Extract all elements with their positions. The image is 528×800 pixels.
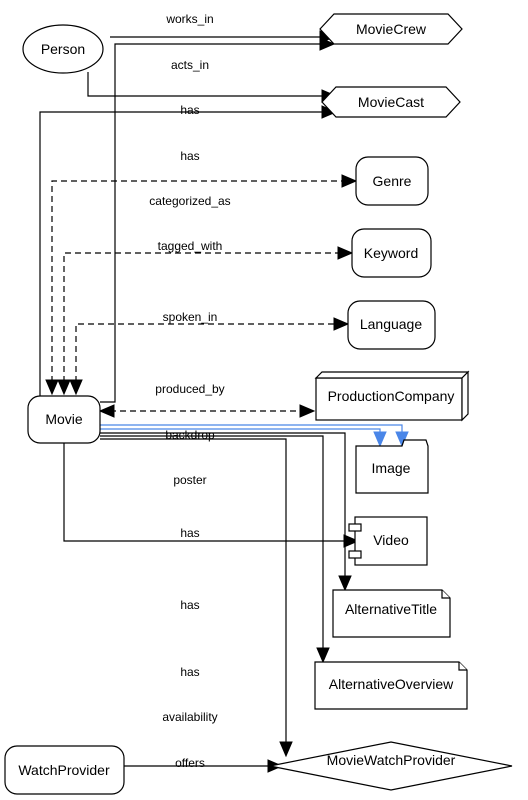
edge-movie-keyword: [63, 252, 342, 382]
arrowhead-alternativetitle: [338, 575, 352, 592]
node-label-person: Person: [41, 41, 85, 57]
arrowhead-moviewatchprovider-from-movie: [279, 741, 293, 758]
edge-label-spoken-in: spoken_in: [163, 310, 218, 324]
arrowhead-image-poster: [373, 431, 387, 448]
node-moviewatchprovider[interactable]: MovieWatchProvider: [269, 741, 513, 791]
edge-label-tagged-with: tagged_with: [158, 239, 223, 253]
arrowhead-alternativeoverview: [316, 647, 330, 664]
edge-label-has-video: has: [180, 526, 199, 540]
edge-movie-language: [75, 323, 338, 382]
edge-label-produced-by: produced_by: [155, 382, 224, 396]
edge-movie-video: [63, 443, 348, 542]
edge-movie-moviewatchprovider: [100, 438, 287, 744]
node-label-movie: Movie: [45, 411, 83, 427]
edge-label-categorized-as: categorized_as: [149, 194, 230, 208]
edge-movie-alternativeoverview: [100, 435, 324, 650]
node-language[interactable]: Language: [347, 300, 436, 350]
edge-label-poster: poster: [173, 473, 206, 487]
arrowhead-movie-from-keyword: [57, 379, 71, 396]
node-moviecast[interactable]: MovieCast: [321, 86, 461, 118]
arrowhead-productioncompany: [299, 404, 316, 418]
edge-label-backdrop: backdrop: [165, 428, 215, 442]
edge-movie-alternativetitle: [100, 432, 346, 578]
edge-label-acts-in: acts_in: [171, 58, 209, 72]
node-productioncompany[interactable]: ProductionCompany: [314, 370, 470, 422]
node-label-alternativeoverview: AlternativeOverview: [329, 676, 454, 692]
node-movie[interactable]: Movie: [27, 395, 101, 444]
edge-movie-image-backdrop: [100, 424, 403, 434]
node-label-alternativetitle: AlternativeTitle: [345, 601, 437, 617]
arrowhead-movie-from-genre: [45, 379, 59, 396]
node-label-productioncompany: ProductionCompany: [328, 388, 455, 404]
node-label-moviecrew: MovieCrew: [356, 21, 427, 37]
edge-movie-genre: [51, 180, 346, 382]
node-label-language: Language: [360, 316, 423, 332]
arrowhead-movie-from-language: [69, 379, 83, 396]
node-keyword[interactable]: Keyword: [351, 228, 432, 278]
node-person[interactable]: Person: [22, 24, 104, 74]
node-alternativetitle[interactable]: AlternativeTitle: [332, 589, 451, 638]
arrowhead-movie-from-productioncompany: [98, 404, 115, 418]
edge-label-has-cast: has: [180, 103, 199, 117]
node-moviecrew[interactable]: MovieCrew: [319, 13, 463, 45]
arrowhead-language: [333, 317, 350, 331]
edge-label-has-genre: has: [180, 149, 199, 163]
node-watchprovider[interactable]: WatchProvider: [4, 745, 125, 795]
node-label-keyword: Keyword: [364, 245, 418, 261]
node-image[interactable]: Image: [355, 439, 429, 494]
node-label-watchprovider: WatchProvider: [18, 762, 110, 778]
arrowhead-keyword: [337, 246, 354, 260]
edge-label-has-alt-overview: has: [180, 665, 199, 679]
node-label-video: Video: [373, 532, 409, 548]
node-alternativeoverview[interactable]: AlternativeOverview: [314, 661, 468, 710]
edge-movie-moviecrew: [100, 43, 324, 403]
edge-label-has-alt-title: has: [180, 598, 199, 612]
edge-label-works-in: works_in: [165, 12, 213, 26]
arrowhead-genre: [341, 174, 358, 188]
edge-movie-moviecast: [39, 111, 326, 396]
node-label-image: Image: [372, 460, 411, 476]
node-label-moviecast: MovieCast: [358, 94, 424, 110]
arrowhead-video: [343, 534, 360, 548]
node-genre[interactable]: Genre: [355, 156, 429, 206]
edge-label-availability: availability: [162, 710, 217, 724]
arrowhead-image-backdrop: [395, 431, 409, 448]
edge-person-moviecast: [87, 72, 326, 97]
edge-label-offers: offers: [175, 756, 205, 770]
node-video[interactable]: Video: [348, 516, 428, 566]
node-label-genre: Genre: [373, 173, 412, 189]
arrowhead-moviecrew-from-movie: [319, 37, 336, 51]
node-label-moviewatchprovider: MovieWatchProvider: [327, 752, 456, 768]
